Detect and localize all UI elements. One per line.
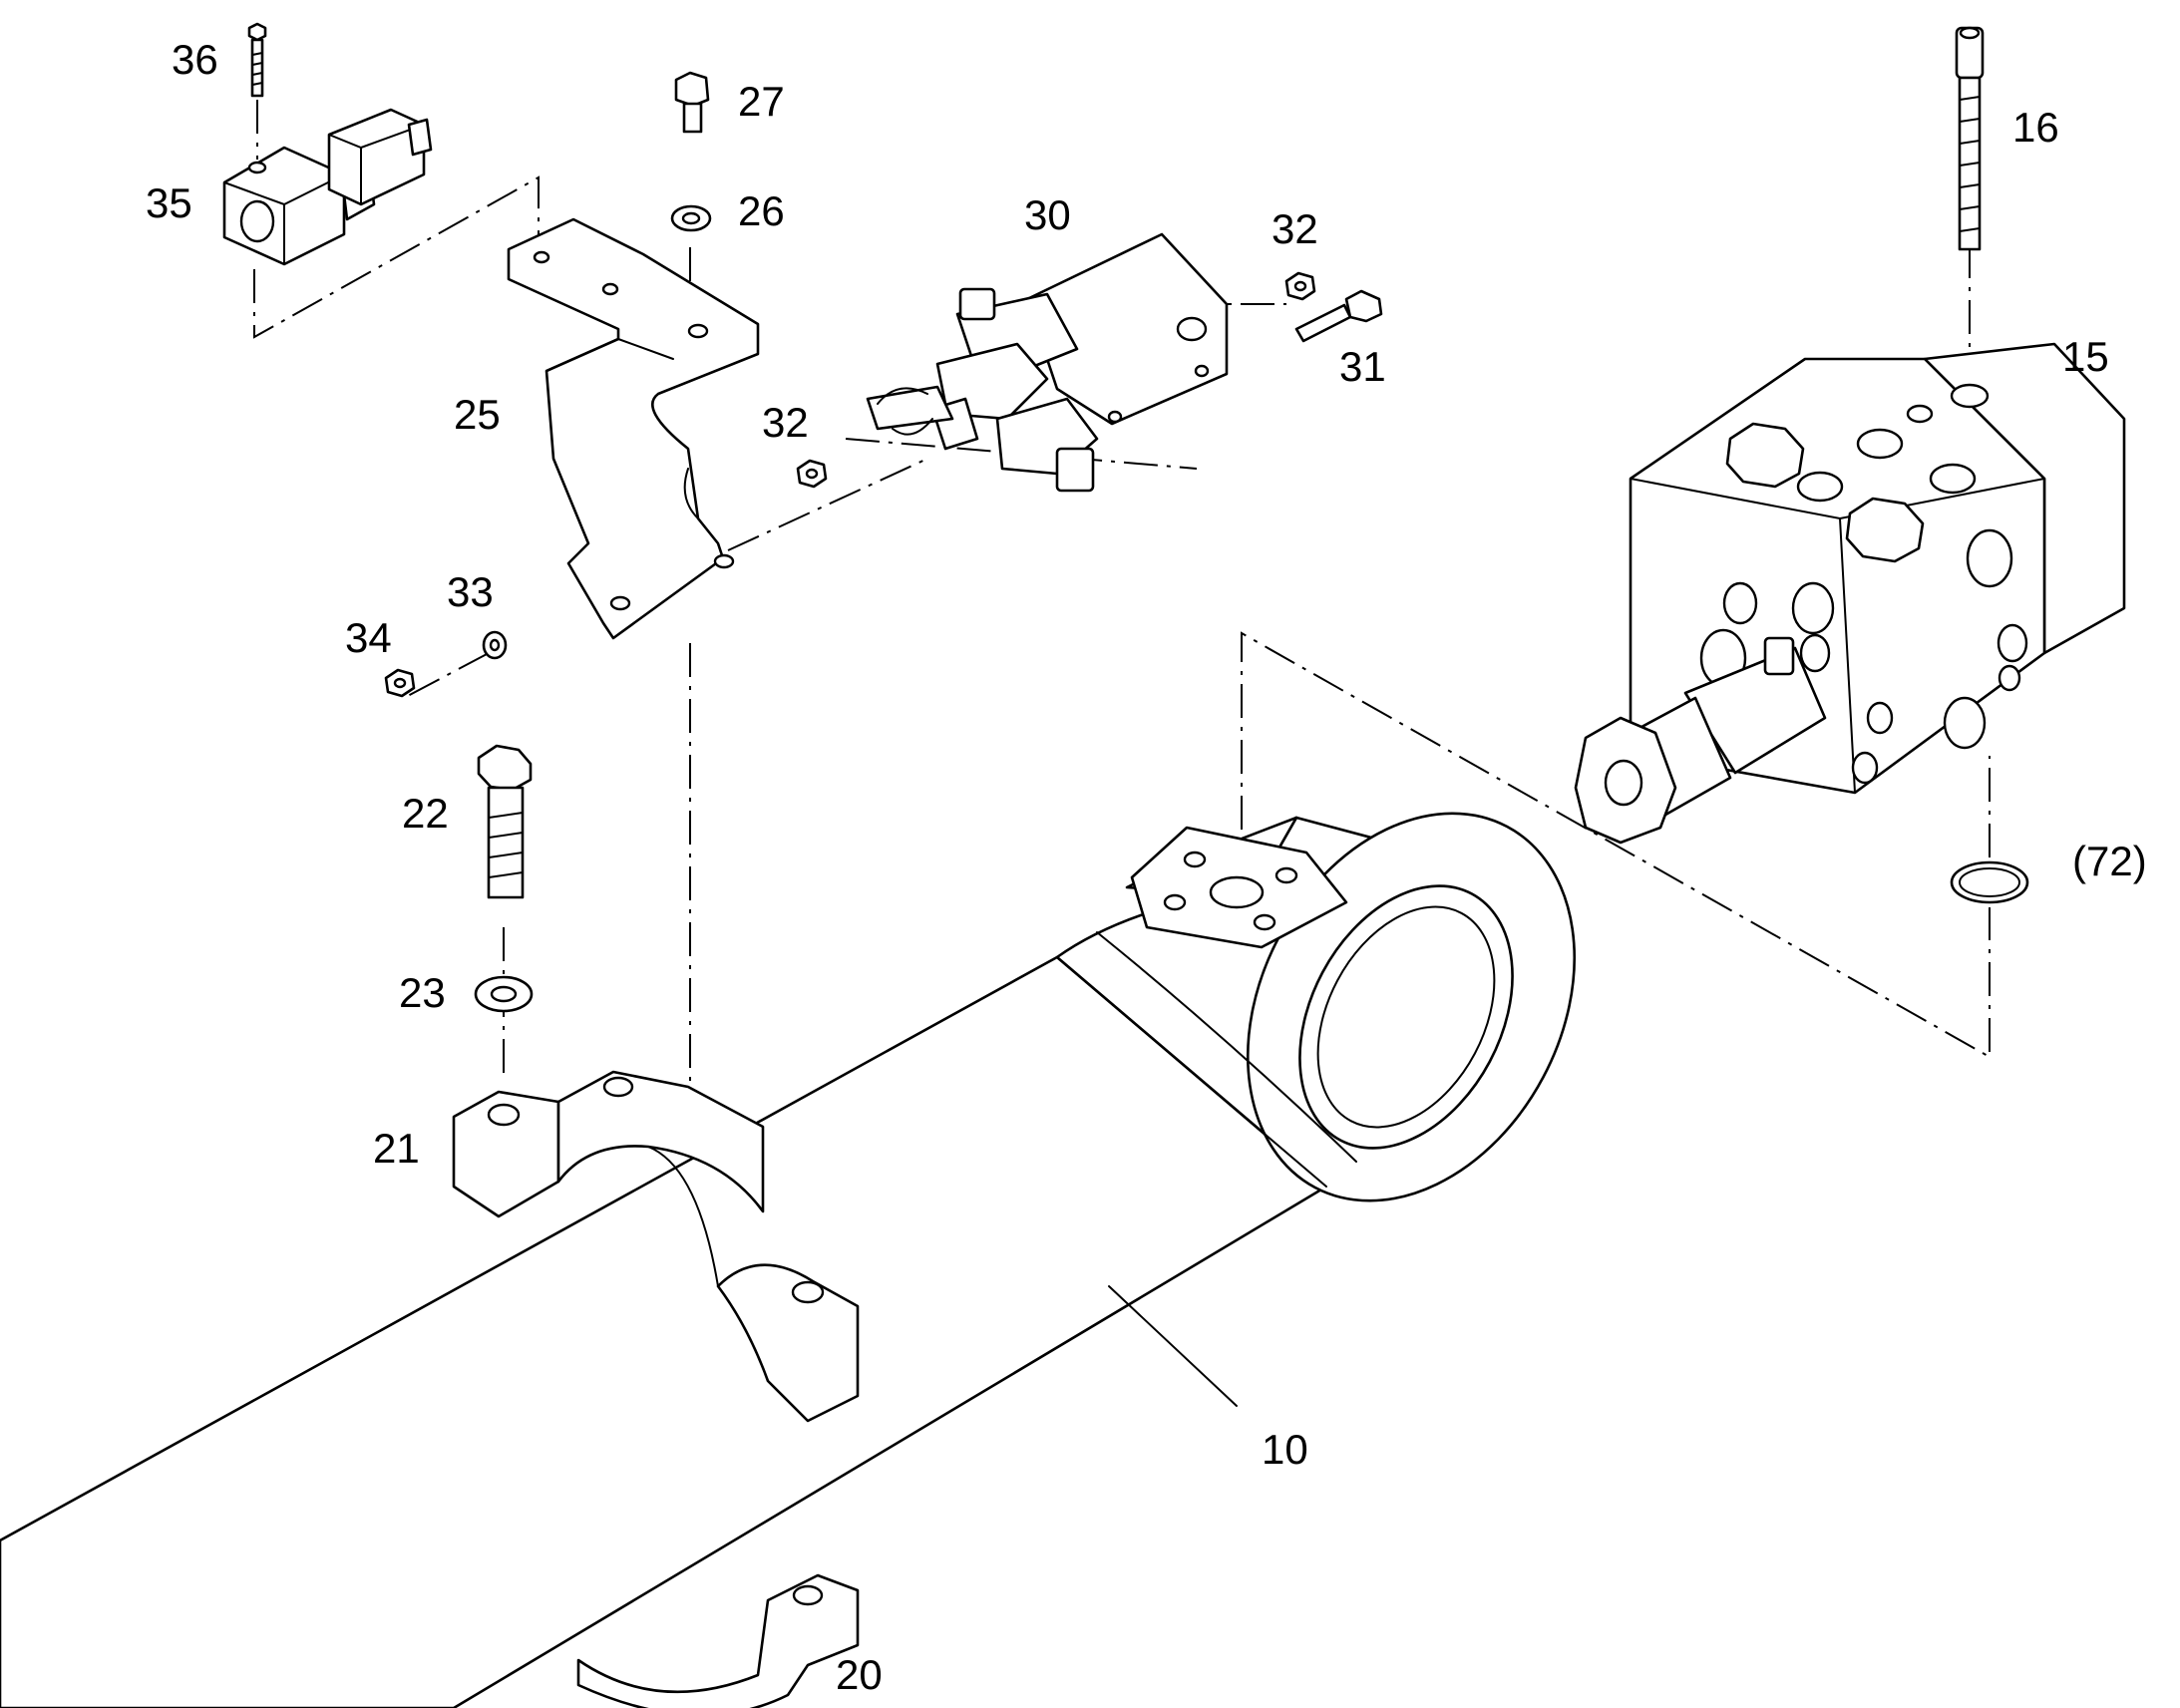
solenoid-part-35 [222,108,433,266]
callout-33: 33 [447,568,494,615]
screw-part-27 [674,71,710,134]
o-ring-part-72 [1950,860,2029,904]
nut-part-32-left [796,459,828,489]
valve-block-part-15 [1574,342,2126,845]
callout-35: 35 [146,179,192,226]
callout-10: 10 [1262,1426,1308,1473]
clamp-bracket-part-21 [452,1070,860,1423]
callout-27: 27 [738,78,785,125]
callout-15: 15 [2062,333,2109,380]
washer-part-26 [670,204,712,232]
callout-23: 23 [399,969,446,1016]
screw-part-36 [247,22,267,98]
washer-part-33 [482,630,508,660]
cylinder-barrel-part-10 [0,812,1577,1708]
callout-22: 22 [402,790,449,837]
callout-31: 31 [1339,343,1386,390]
valve-assembly-part-30 [866,232,1229,493]
mounting-plate-part-25 [507,217,760,640]
callout-20: 20 [836,1651,883,1698]
callout-34: 34 [345,614,392,661]
lower-clamp-part-20 [576,1573,860,1708]
callout-26: 26 [738,187,785,234]
washer-part-23 [474,975,534,1013]
screw-part-16 [1955,26,1985,251]
callout-32-upper: 32 [1272,205,1318,252]
callout-21: 21 [373,1125,420,1172]
nut-part-32-right [1284,271,1316,301]
callout-32-lower: 32 [762,399,809,446]
bolt-part-31 [1294,289,1383,343]
callout-72: (72) [2072,838,2147,884]
nut-part-34 [384,668,416,698]
bolt-part-22 [477,744,533,899]
callout-30: 30 [1024,191,1071,238]
callout-25: 25 [454,391,501,438]
callout-labels: 10 15 16 20 21 22 23 25 26 27 30 31 32 3… [146,36,2147,1698]
callout-36: 36 [172,36,218,83]
callout-16: 16 [2012,104,2059,151]
